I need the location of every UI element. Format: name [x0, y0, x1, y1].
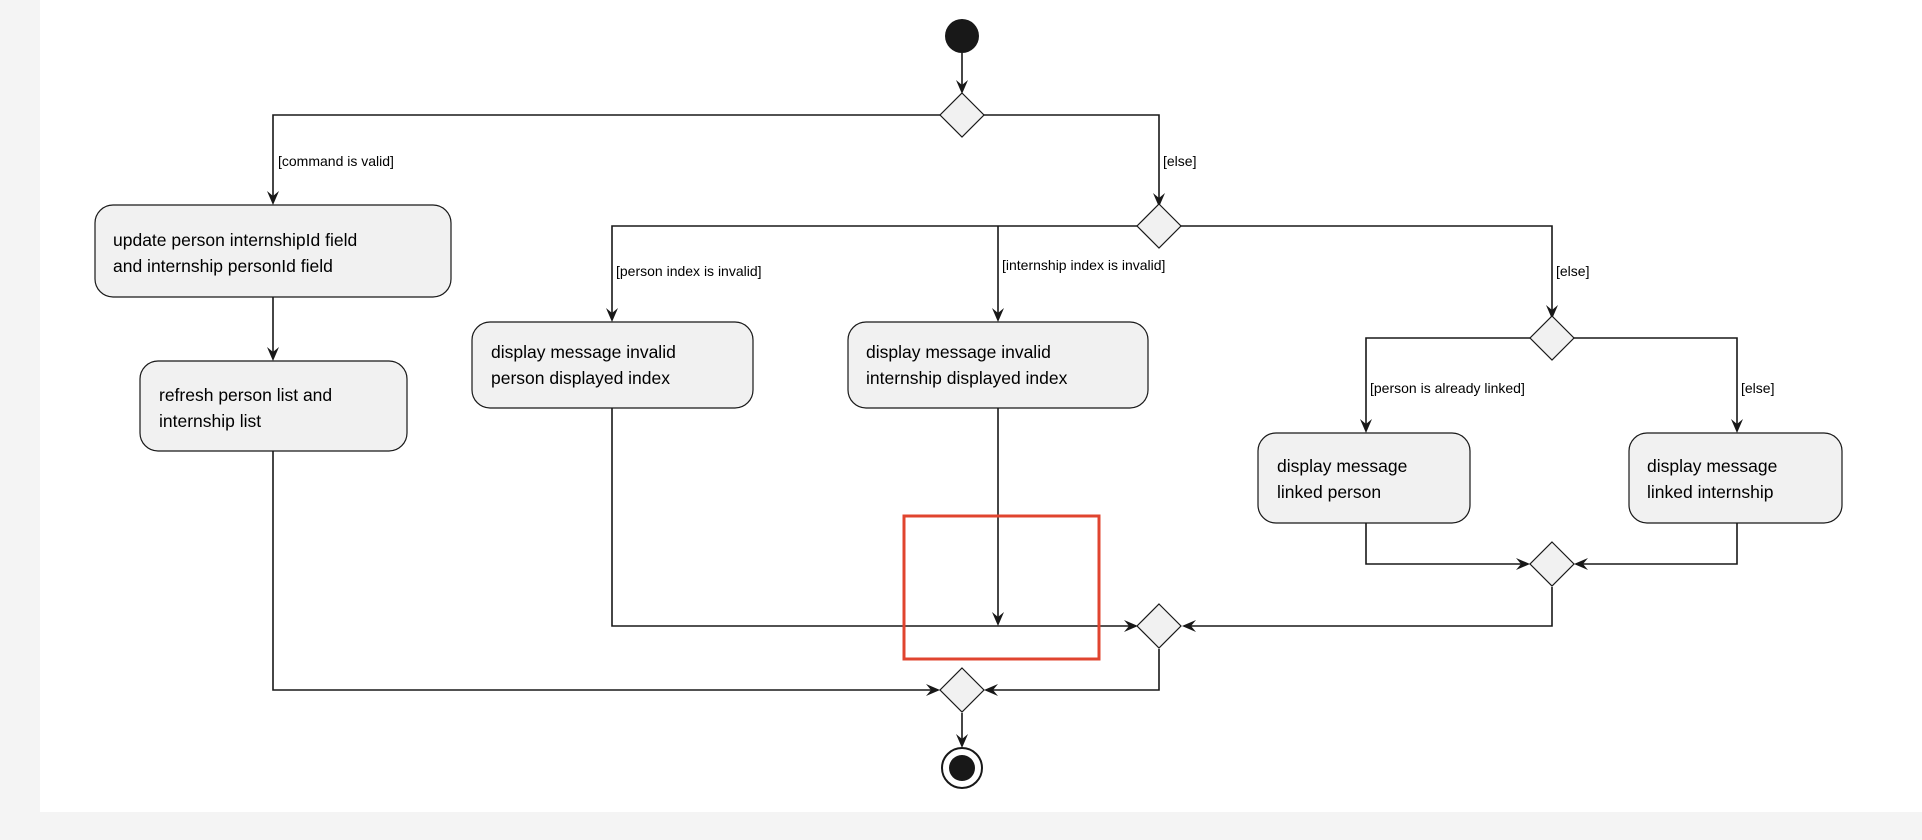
action-update-line1: update person internshipId field [113, 230, 357, 250]
merge-linked [1529, 541, 1575, 587]
action-invalid-internship-line1: display message invalid [866, 342, 1051, 362]
edge-d1-to-d2 [984, 114, 1160, 204]
action-update-fields: update person internshipId field and int… [94, 204, 452, 298]
edge-m3-to-m2 [1184, 587, 1553, 627]
arrowhead [606, 308, 618, 322]
start-node [945, 19, 979, 53]
decision-command-valid [939, 92, 985, 138]
arrowhead [926, 684, 940, 696]
edge-d3-to-linked-internship [1574, 337, 1738, 428]
guard-else-linked: [else] [1741, 380, 1774, 396]
action-refresh-line1: refresh person list and [159, 385, 332, 405]
edge-d2-to-d3 [1181, 225, 1553, 315]
edge-linked-person-to-m3 [1365, 523, 1528, 565]
edge-d1-to-update [272, 114, 940, 200]
arrowhead [992, 612, 1004, 626]
action-refresh-line2: internship list [159, 411, 261, 431]
guard-person-linked: [person is already linked] [1370, 380, 1525, 396]
edge-linked-internship-to-m3 [1576, 523, 1738, 565]
edge-refresh-to-merge [272, 451, 938, 691]
guard-else-command: [else] [1163, 153, 1196, 169]
merge-invalid [1136, 603, 1182, 649]
edge-m2-to-m1 [986, 649, 1160, 691]
action-invalid-person: display message invalid person displayed… [471, 321, 754, 409]
arrowhead [267, 347, 279, 361]
edge-d3-to-linked-person [1365, 337, 1530, 428]
arrowhead [1574, 558, 1588, 570]
highlight-box [902, 514, 1101, 661]
action-linked-internship-line2: linked internship [1647, 482, 1773, 502]
arrowhead [1546, 305, 1558, 319]
decision-index-valid [1136, 203, 1182, 249]
action-linked-person-line2: linked person [1277, 482, 1381, 502]
arrowhead [984, 684, 998, 696]
arrowhead [1153, 193, 1165, 207]
arrowhead [1731, 419, 1743, 433]
merge-final [939, 667, 985, 713]
guard-internship-invalid: [internship index is invalid] [1002, 257, 1165, 273]
arrowhead [1516, 558, 1530, 570]
action-linked-person-line1: display message [1277, 456, 1407, 476]
arrowhead [267, 191, 279, 205]
arrowhead [1182, 620, 1196, 632]
action-update-line2: and internship personId field [113, 256, 333, 276]
guard-else-index: [else] [1556, 263, 1589, 279]
edge-invalid-person-to-m2 [611, 408, 1136, 627]
action-invalid-person-line1: display message invalid [491, 342, 676, 362]
action-invalid-person-line2: person displayed index [491, 368, 670, 388]
action-invalid-internship: display message invalid internship displ… [847, 321, 1149, 409]
action-linked-internship-line1: display message [1647, 456, 1777, 476]
end-node [941, 747, 983, 789]
action-linked-internship: display message linked internship [1628, 432, 1843, 524]
decision-already-linked [1529, 315, 1575, 361]
arrowhead [1124, 620, 1138, 632]
arrowhead [1360, 419, 1372, 433]
guard-person-invalid: [person index is invalid] [616, 263, 762, 279]
arrowhead [992, 308, 1004, 322]
edge-d2-to-invalid-person [611, 225, 1137, 318]
arrowhead [956, 80, 968, 94]
arrowhead [956, 734, 968, 748]
action-invalid-internship-line2: internship displayed index [866, 368, 1068, 388]
guard-command-valid: [command is valid] [278, 153, 394, 169]
action-linked-person: display message linked person [1257, 432, 1471, 524]
action-refresh-lists: refresh person list and internship list [139, 360, 408, 452]
